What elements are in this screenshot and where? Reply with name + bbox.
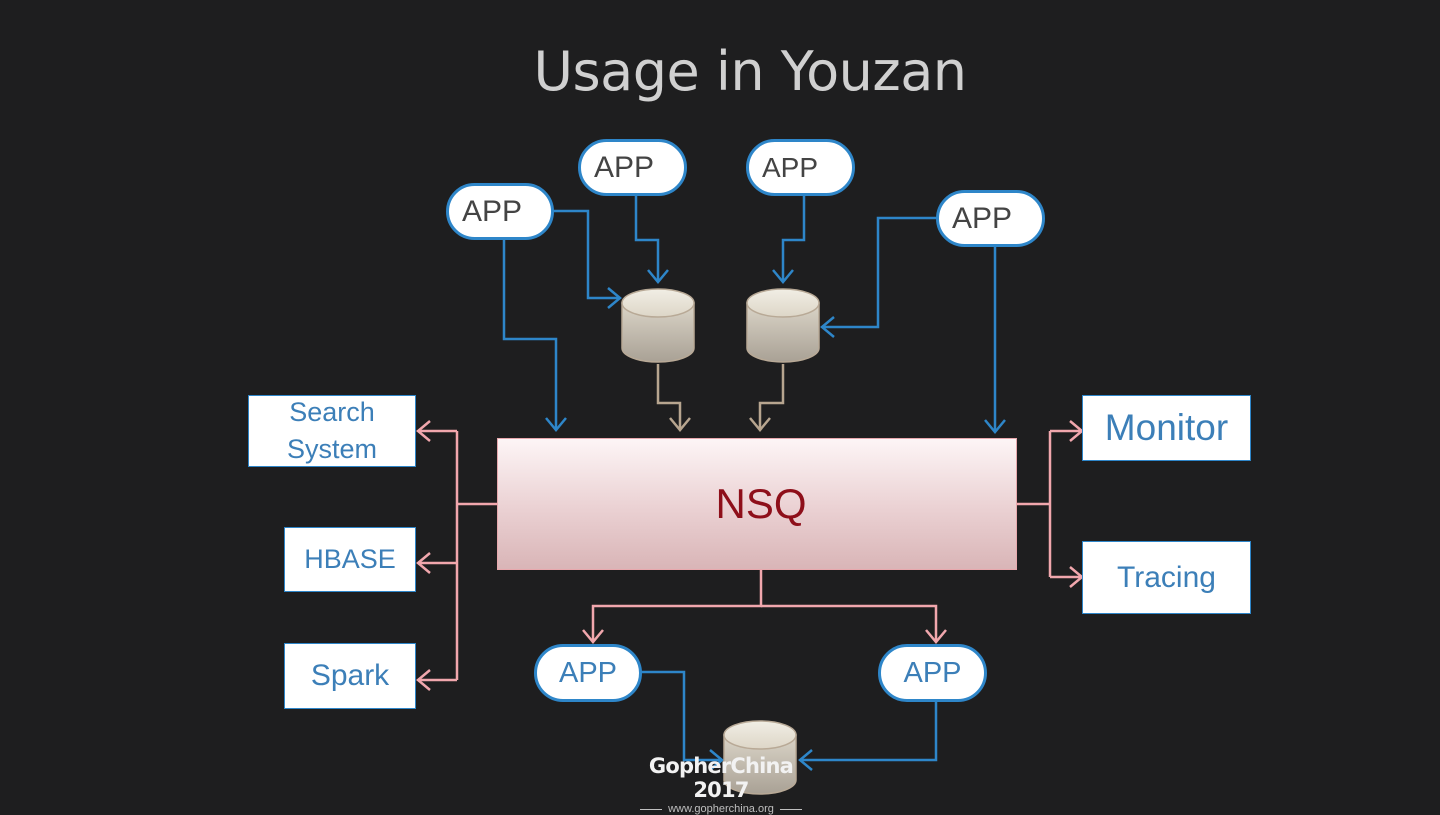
producer-app-2: APP	[578, 139, 687, 196]
producer-2-to-db-1-connector	[634, 196, 660, 280]
producer-app-3-label: APP	[762, 151, 819, 183]
producer-app-1-label: APP	[462, 194, 523, 228]
producer-app-4: APP	[936, 190, 1045, 247]
producer-1-to-nsq-connector	[502, 238, 558, 428]
tracing-label: Tracing	[1117, 560, 1216, 594]
consumer-app-1: APP	[534, 644, 642, 702]
producer-app-2-label: APP	[594, 150, 655, 184]
db-2-to-nsq-arrowhead	[749, 417, 771, 432]
consumer-app-1-label: APP	[558, 656, 618, 689]
producer-1-to-db-1-connector	[552, 209, 618, 300]
hbase-box: HBASE	[284, 527, 416, 592]
producer-app-1: APP	[446, 183, 554, 240]
tracing-box: Tracing	[1082, 541, 1251, 614]
footer-rule-right	[779, 808, 802, 810]
nsq-to-consumer-2-arrowhead	[925, 629, 947, 644]
consumer-app-2-label: APP	[903, 656, 962, 689]
nsq-to-consumer-1-arrowhead	[582, 629, 604, 644]
producer-1-to-nsq-arrowhead	[545, 417, 567, 432]
producer-3-to-db-2-arrowhead	[772, 269, 794, 284]
nsq-queue-box: NSQ	[497, 438, 1017, 570]
consumer-1-to-db-3-connector	[640, 670, 720, 762]
search-system-label-line-2: System	[286, 434, 378, 464]
producer-4-to-db-2-arrowhead	[820, 316, 835, 338]
nsq-to-spark-arrowhead	[416, 669, 431, 691]
consumer-2-to-db-3-connector	[802, 700, 938, 762]
producer-4-to-nsq-arrowhead	[984, 419, 1006, 434]
db-1-to-nsq-arrowhead	[669, 417, 691, 432]
producer-2-to-db-1-arrowhead	[647, 269, 669, 284]
producer-1-to-db-1-arrowhead	[607, 287, 622, 309]
producer-4-to-db-2-connector	[824, 216, 938, 329]
producer-3-to-db-2-connector	[781, 196, 806, 280]
footer-rule-left	[640, 808, 663, 810]
search-system-label-line-1: Search	[289, 397, 375, 427]
db-2-to-nsq-connector	[758, 364, 785, 428]
monitor-box: Monitor	[1082, 395, 1251, 461]
nsq-label: NSQ	[715, 480, 807, 527]
spark-box: Spark	[284, 643, 416, 709]
database-2-icon	[746, 288, 820, 363]
nsq-to-consumer-2-branch	[761, 604, 938, 640]
spark-label: Spark	[310, 659, 390, 692]
consumer-app-2: APP	[878, 644, 987, 702]
search-system-box: Search System	[248, 395, 416, 467]
producer-app-3: APP	[746, 139, 855, 196]
gopherchina-logo: GopherChina 2017 www.gopherchina.org	[625, 754, 817, 815]
monitor-label: Monitor	[1104, 407, 1229, 448]
nsq-to-consumers-connector	[591, 570, 763, 640]
nsq-to-hbase-arrowhead	[416, 552, 431, 574]
slide-title: Usage in Youzan	[533, 40, 967, 103]
footer-url-row: www.gopherchina.org	[625, 803, 817, 815]
database-3-icon	[723, 720, 797, 795]
consumer-2-to-db-3-arrowhead	[798, 749, 813, 771]
producer-app-4-label: APP	[952, 201, 1013, 235]
database-1-icon	[621, 288, 695, 363]
footer-url: www.gopherchina.org	[668, 803, 774, 815]
hbase-label: HBASE	[304, 544, 396, 574]
footer-name: GopherChina 2017	[648, 754, 794, 802]
nsq-to-search-arrowhead	[416, 420, 431, 442]
db-1-to-nsq-connector	[656, 364, 682, 428]
consumer-1-to-db-3-arrowhead	[709, 749, 724, 771]
